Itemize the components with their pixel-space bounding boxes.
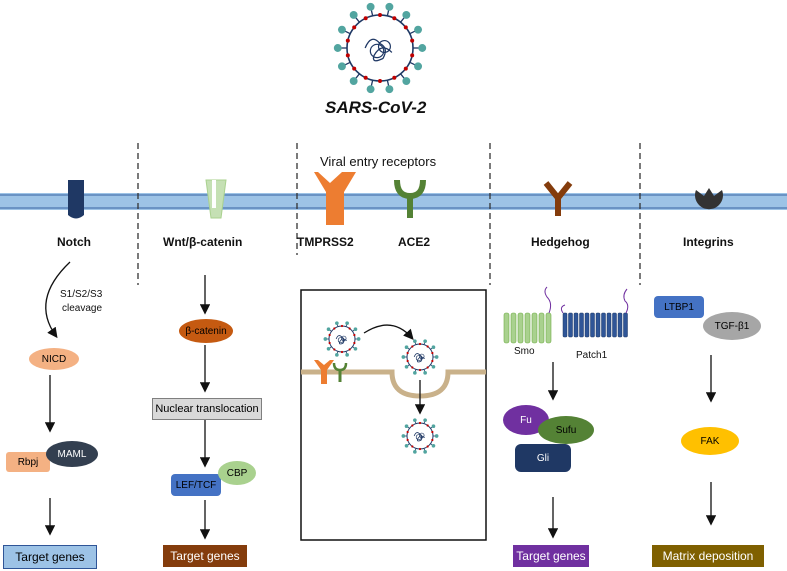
ace2-label: ACE2: [398, 235, 431, 249]
notch-cleavage-line1: S1/S2/S3: [60, 289, 103, 300]
hedgehog-title: Hedgehog: [531, 235, 590, 249]
pathway-arrows: [44, 261, 717, 540]
notch-title: Notch: [57, 235, 91, 249]
viral-entry-title: Viral entry receptors: [320, 154, 437, 169]
patch1-label: Patch1: [576, 350, 608, 361]
membrane-band: [0, 193, 787, 210]
cbp-node: CBP: [218, 461, 256, 485]
smo-receptor-icon: [503, 286, 552, 344]
integrins-title: Integrins: [683, 235, 734, 249]
gli-node: Gli: [515, 444, 571, 472]
hedgehog-receptor-icon: [543, 181, 573, 216]
virus-title: SARS-CoV-2: [325, 98, 427, 117]
pathway-separators: [137, 143, 641, 285]
notch-receptor-icon: [68, 180, 84, 219]
nicd-node: NICD: [29, 348, 79, 370]
notch-cleavage-line2: cleavage: [62, 303, 103, 314]
virus-particle-icon: [323, 321, 361, 357]
smo-label: Smo: [514, 346, 535, 357]
fak-node: FAK: [681, 427, 739, 455]
virus-particle-icon: [401, 418, 439, 454]
ace2-receptor-icon: [394, 179, 426, 218]
hedgehog-target-genes: Target genes: [513, 545, 589, 567]
patch1-receptor-icon: [560, 288, 629, 338]
integrin-target-matrix: Matrix deposition: [652, 545, 764, 567]
virus-entry-arrow: [363, 324, 414, 340]
rbpj-node: Rbpj: [6, 452, 50, 472]
box-ace2-icon: [332, 362, 348, 382]
tgfb1-node: TGF-β1: [703, 312, 761, 340]
notch-target-genes: Target genes: [3, 545, 97, 569]
lef-tcf-node: LEF/TCF: [171, 474, 221, 496]
virus-particle-icon: [401, 339, 439, 375]
tmprss2-receptor-icon: [314, 172, 356, 225]
integrin-receptor-icon: [695, 188, 723, 210]
maml-node: MAML: [46, 441, 98, 467]
notch-cleavage-arrow: [45, 261, 71, 339]
tmprss2-label: TMPRSS2: [297, 235, 354, 249]
nuclear-translocation-node: Nuclear translocation: [152, 398, 262, 420]
sufu-node: Sufu: [538, 416, 594, 444]
box-tmprss2-icon: [314, 360, 334, 384]
wnt-title: Wnt/β-catenin: [163, 235, 243, 249]
wnt-receptor-icon: [205, 179, 227, 219]
ltbp1-node: LTBP1: [654, 296, 704, 318]
wnt-target-genes: Target genes: [163, 545, 247, 567]
beta-catenin-node: β-catenin: [179, 319, 233, 343]
sars-cov-2-virus-icon: [333, 2, 427, 94]
